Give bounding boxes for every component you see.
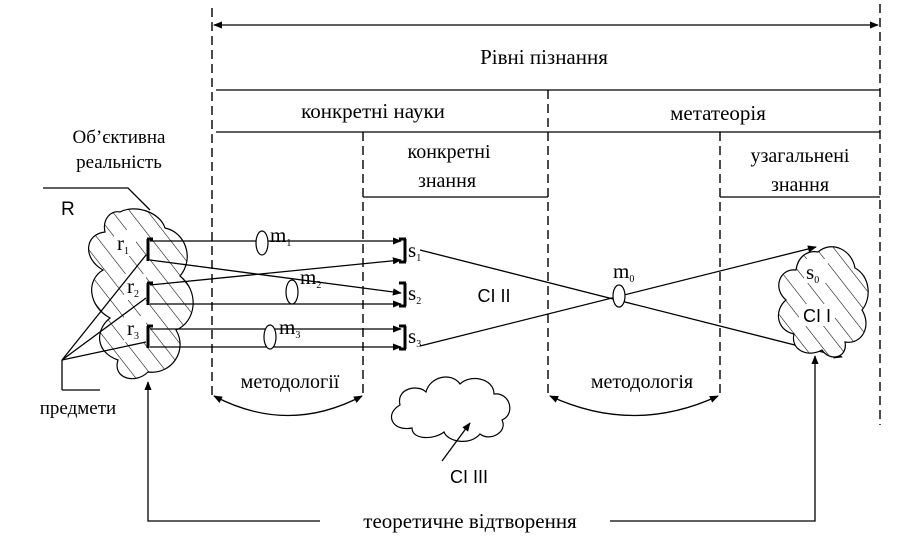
- object-r3-label: r3: [127, 316, 139, 342]
- concrete-knowledge-label-2: знання: [418, 170, 476, 192]
- levels-title: Рівні пізнання: [480, 45, 608, 69]
- object-r2-label: r2: [127, 274, 139, 300]
- method-m3-label: m3: [279, 315, 300, 341]
- system-three-cloud: [390, 376, 511, 442]
- knowledge-s1-marker: [399, 237, 407, 264]
- general-knowledge-label-1: узагальнені: [751, 145, 850, 167]
- meta-ray-s1: [419, 249, 843, 359]
- feedback-line-right: [610, 355, 819, 522]
- general-knowledge-hatching: [778, 246, 869, 357]
- knowledge-s2-label: s2: [408, 281, 421, 307]
- system-one-label: СІ І: [803, 306, 831, 326]
- method-m1-label: m1: [270, 223, 291, 249]
- ray-r1-lower: [149, 259, 402, 296]
- methodology-label: методологія: [591, 371, 693, 393]
- object-r3-marker: [146, 324, 153, 348]
- knowledge-s1-label: s1: [408, 238, 421, 264]
- concrete-sciences-heading: конкретні науки: [301, 99, 445, 123]
- reality-symbol: R: [61, 199, 75, 220]
- ray-r2-upper: [149, 257, 402, 286]
- objects-label: предмети: [40, 398, 116, 419]
- object-r1-marker: [146, 237, 153, 261]
- system-three-pointer: [441, 422, 471, 462]
- methodology-arc: [549, 395, 719, 417]
- general-knowledge-label-2: знання: [771, 174, 829, 196]
- object-r1-label: r1: [117, 231, 129, 257]
- system-two-label: СІ ІІ: [477, 286, 510, 306]
- feedback-line-left: [144, 381, 320, 522]
- method-m2-label: m2: [300, 265, 321, 291]
- knowledge-s3-marker: [399, 324, 407, 351]
- method-m1-lens: [255, 230, 269, 256]
- r3-label-bg: [124, 316, 146, 342]
- methodologies-label: методології: [241, 371, 340, 393]
- reality-leader-line: [43, 187, 151, 211]
- method-m3-lens: [263, 324, 277, 350]
- concrete-knowledge-label-1: конкретні: [408, 141, 491, 163]
- meta-method-lens: [612, 284, 626, 308]
- meta-method-label: m0: [613, 259, 634, 285]
- objective-reality-label-1: Об’єктивна: [73, 127, 166, 148]
- s0-label-bg: [804, 259, 828, 283]
- method-m2-lens: [285, 279, 299, 305]
- methodologies-arc: [213, 395, 363, 417]
- general-knowledge-s0-label: s0: [806, 260, 819, 286]
- theoretical-reproduction-label: теоретичне відтворення: [363, 509, 577, 533]
- object-r2-marker: [146, 281, 153, 305]
- r1-label-bg: [114, 230, 136, 256]
- system-three-label: СІ ІІІ: [450, 467, 488, 487]
- objects-pointer-lines: [61, 254, 147, 391]
- system-one-label-bg: [799, 304, 835, 326]
- metatheory-heading: метатеорія: [670, 101, 766, 125]
- knowledge-s3-label: s3: [408, 324, 421, 350]
- objective-reality-label-2: реальність: [76, 152, 162, 173]
- r2-label-bg: [124, 274, 146, 300]
- knowledge-s2-marker: [399, 281, 407, 308]
